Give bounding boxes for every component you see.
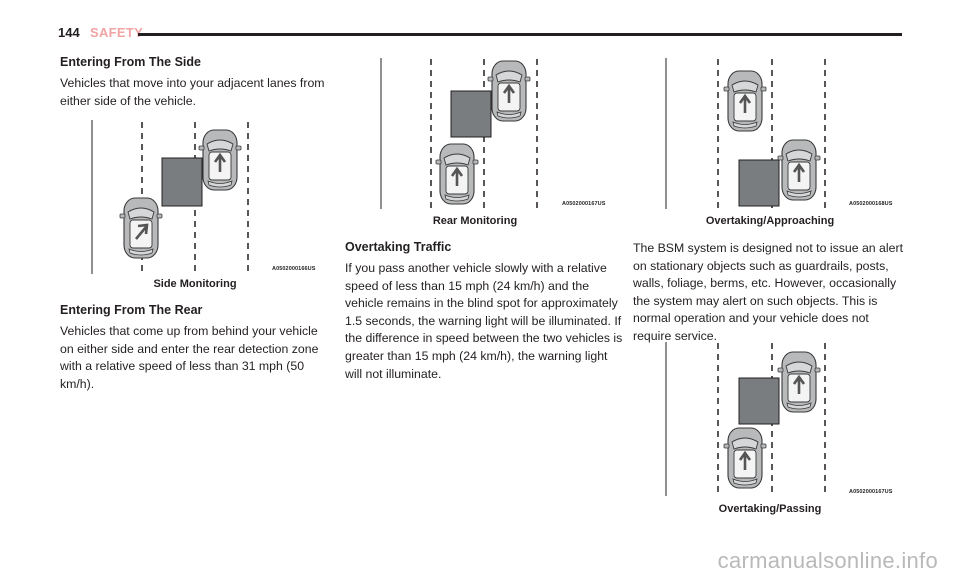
paragraph-bsm-stationary: The BSM system is designed not to issue … (633, 241, 903, 343)
detection-zone (738, 159, 780, 207)
car-icon (435, 143, 479, 205)
header-rule (138, 33, 902, 36)
paragraph-overtaking-traffic: If you pass another vehicle slowly with … (345, 261, 623, 381)
car-icon (198, 129, 242, 191)
section-title: SAFETY (90, 25, 144, 40)
figure-caption: Overtaking/Approaching (705, 215, 835, 227)
figure-code: A0502000167US (849, 489, 893, 495)
figure-caption: Side Monitoring (153, 278, 237, 290)
detection-zone (450, 90, 492, 138)
heading-entering-rear: Entering From The Rear (60, 303, 203, 317)
car-icon (723, 427, 767, 489)
figure-code: A0502000166US (272, 266, 316, 272)
overtaking-passing-diagram (665, 342, 826, 496)
figure-caption: Overtaking/Passing (718, 503, 822, 515)
page-number: 144 (58, 25, 80, 40)
car-icon (777, 351, 821, 413)
figure-code: A0502000168US (849, 201, 893, 207)
paragraph-entering-side: Vehicles that move into your adjacent la… (60, 76, 325, 108)
car-icon (723, 70, 767, 132)
paragraph-entering-rear: Vehicles that come up from behind your v… (60, 324, 319, 391)
rear-monitoring-diagram (380, 58, 538, 209)
detection-zone (738, 377, 780, 425)
car-icon (777, 139, 821, 201)
figure-caption: Rear Monitoring (432, 215, 518, 227)
car-icon (487, 60, 531, 122)
side-monitoring-diagram (91, 120, 249, 274)
heading-overtaking-traffic: Overtaking Traffic (345, 240, 452, 254)
heading-entering-side: Entering From The Side (60, 55, 201, 69)
overtaking-approaching-diagram (665, 58, 826, 209)
car-icon (119, 197, 163, 259)
detection-zone (161, 157, 203, 207)
figure-code: A0502000167US (562, 201, 606, 207)
watermark: carmanualsonline.info (717, 548, 938, 573)
